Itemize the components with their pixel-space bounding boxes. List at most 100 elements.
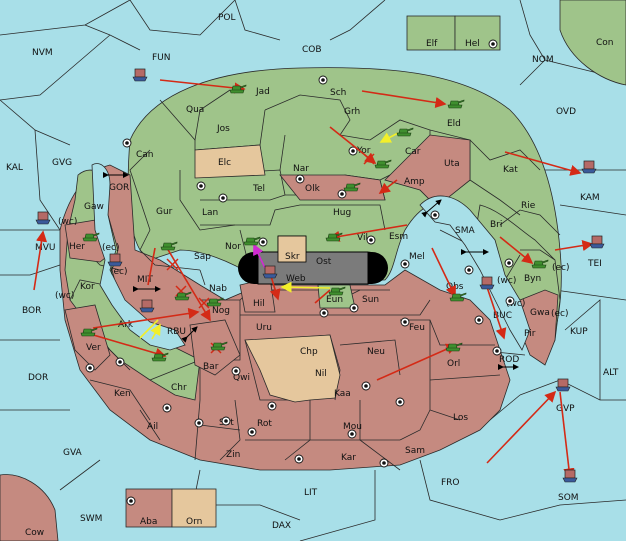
sea-label: POL xyxy=(218,13,236,23)
supply-center-marker xyxy=(366,235,376,245)
supply-center-marker xyxy=(194,418,204,428)
land-label: Zin xyxy=(226,450,240,460)
sea-label: NVM xyxy=(32,48,53,58)
orn-province xyxy=(171,488,217,528)
army-unit-icon[interactable] xyxy=(445,342,463,352)
land-label: Hil xyxy=(253,299,265,309)
army-unit-icon[interactable] xyxy=(80,327,98,337)
supply-center-marker xyxy=(162,403,172,413)
army-unit-icon[interactable] xyxy=(396,127,414,137)
land-label: Chr xyxy=(171,383,187,393)
sea-label: DOR xyxy=(28,373,48,383)
sea-label: ROD xyxy=(499,355,519,365)
sea-label: SWM xyxy=(80,514,102,524)
army-unit-icon[interactable] xyxy=(82,232,100,242)
sea-label: OVD xyxy=(556,107,576,117)
land-label: Elf xyxy=(426,39,438,49)
land-label: Eun xyxy=(326,295,343,305)
sea-label: BOR xyxy=(22,306,41,316)
sea-label: MVU xyxy=(35,243,56,253)
fleet-unit-icon[interactable] xyxy=(562,469,578,483)
army-unit-icon[interactable] xyxy=(447,99,465,109)
land-label: Sch xyxy=(330,88,346,98)
fleet-unit-icon[interactable] xyxy=(479,276,495,290)
land-label: Mou xyxy=(343,422,362,432)
fleet-unit-icon[interactable] xyxy=(107,253,123,267)
land-label: Elc xyxy=(218,158,231,168)
move-order-arrow xyxy=(92,307,200,329)
army-unit-icon[interactable] xyxy=(449,292,467,302)
supply-center-marker xyxy=(85,363,95,373)
supply-center-marker xyxy=(347,429,357,439)
supply-center-marker xyxy=(430,210,440,220)
army-unit-icon[interactable] xyxy=(229,84,247,94)
sea-label: DAX xyxy=(272,521,291,531)
fleet-unit-icon[interactable] xyxy=(589,235,605,249)
army-unit-icon[interactable] xyxy=(374,159,392,169)
aba-province xyxy=(125,488,173,528)
chp-nil-province xyxy=(244,334,341,403)
land-label: Hug xyxy=(333,208,351,218)
province-borders xyxy=(69,89,561,471)
supply-center-marker xyxy=(218,193,228,203)
supply-center-marker xyxy=(318,75,328,85)
supply-center-marker xyxy=(361,381,371,391)
move-order-arrow xyxy=(159,79,246,94)
sea-label: SOM xyxy=(558,493,579,503)
sea-label: RBU xyxy=(167,327,186,337)
supply-center-marker xyxy=(221,416,231,426)
fleet-unit-icon[interactable] xyxy=(35,211,51,225)
land-label: Uta xyxy=(444,159,460,169)
sea-label: FRO xyxy=(441,478,460,488)
move-order-arrow xyxy=(504,151,582,176)
fleet-unit-icon[interactable] xyxy=(132,68,148,82)
supply-center-marker xyxy=(122,138,132,148)
army-unit-icon[interactable] xyxy=(531,259,549,269)
land-label: Vil xyxy=(357,233,368,243)
supply-center-marker xyxy=(126,496,136,506)
land-label: Ken xyxy=(114,389,131,399)
army-unit-icon[interactable] xyxy=(325,232,343,242)
move-order-arrow xyxy=(328,224,408,242)
sea-label: KUP xyxy=(570,327,588,337)
sea-label: BUC xyxy=(493,311,512,321)
sea-label: ALT xyxy=(603,368,619,378)
fleet-unit-icon[interactable] xyxy=(555,378,571,392)
move-order-arrow xyxy=(89,333,167,359)
army-unit-icon[interactable] xyxy=(151,352,169,362)
land-label: Nog xyxy=(212,306,230,316)
move-order-arrow xyxy=(361,90,447,109)
fleet-unit-icon[interactable] xyxy=(262,265,278,279)
land-label: Gaw xyxy=(84,202,104,212)
army-unit-icon[interactable] xyxy=(160,241,178,251)
land-label: Gwa xyxy=(530,308,550,318)
army-unit-icon[interactable] xyxy=(243,236,261,246)
land-label: Amp xyxy=(404,177,425,187)
move-order-arrow xyxy=(314,289,331,304)
land-label: Orn xyxy=(186,517,202,527)
army-unit-icon[interactable] xyxy=(343,182,361,192)
army-unit-icon[interactable] xyxy=(210,341,228,351)
land-label: Yor xyxy=(356,146,371,156)
fleet-unit-icon[interactable] xyxy=(139,299,155,313)
land-label: Neu xyxy=(367,347,385,357)
army-unit-icon[interactable] xyxy=(206,297,224,307)
sea-label: GOR xyxy=(109,183,129,193)
sea-label: NOM xyxy=(532,55,554,65)
move-order-arrow xyxy=(378,179,398,194)
fleet-unit-icon[interactable] xyxy=(581,160,597,174)
army-unit-icon[interactable] xyxy=(328,286,346,296)
supply-center-marker xyxy=(115,357,125,367)
supply-center-marker xyxy=(488,39,498,49)
canal-tunnel xyxy=(238,235,388,285)
land-label: Nar xyxy=(293,164,309,174)
coast-tag: (wc) xyxy=(58,217,77,227)
land-label: Gur xyxy=(156,207,173,217)
coast-tag: (ec) xyxy=(551,309,569,319)
support-order-arrow xyxy=(280,281,331,293)
move-order-arrow xyxy=(431,247,456,298)
army-unit-icon[interactable] xyxy=(174,291,192,301)
coast-tag: (wc) xyxy=(497,276,516,286)
move-order-arrow xyxy=(486,390,557,464)
land-label: Jad xyxy=(255,87,270,97)
